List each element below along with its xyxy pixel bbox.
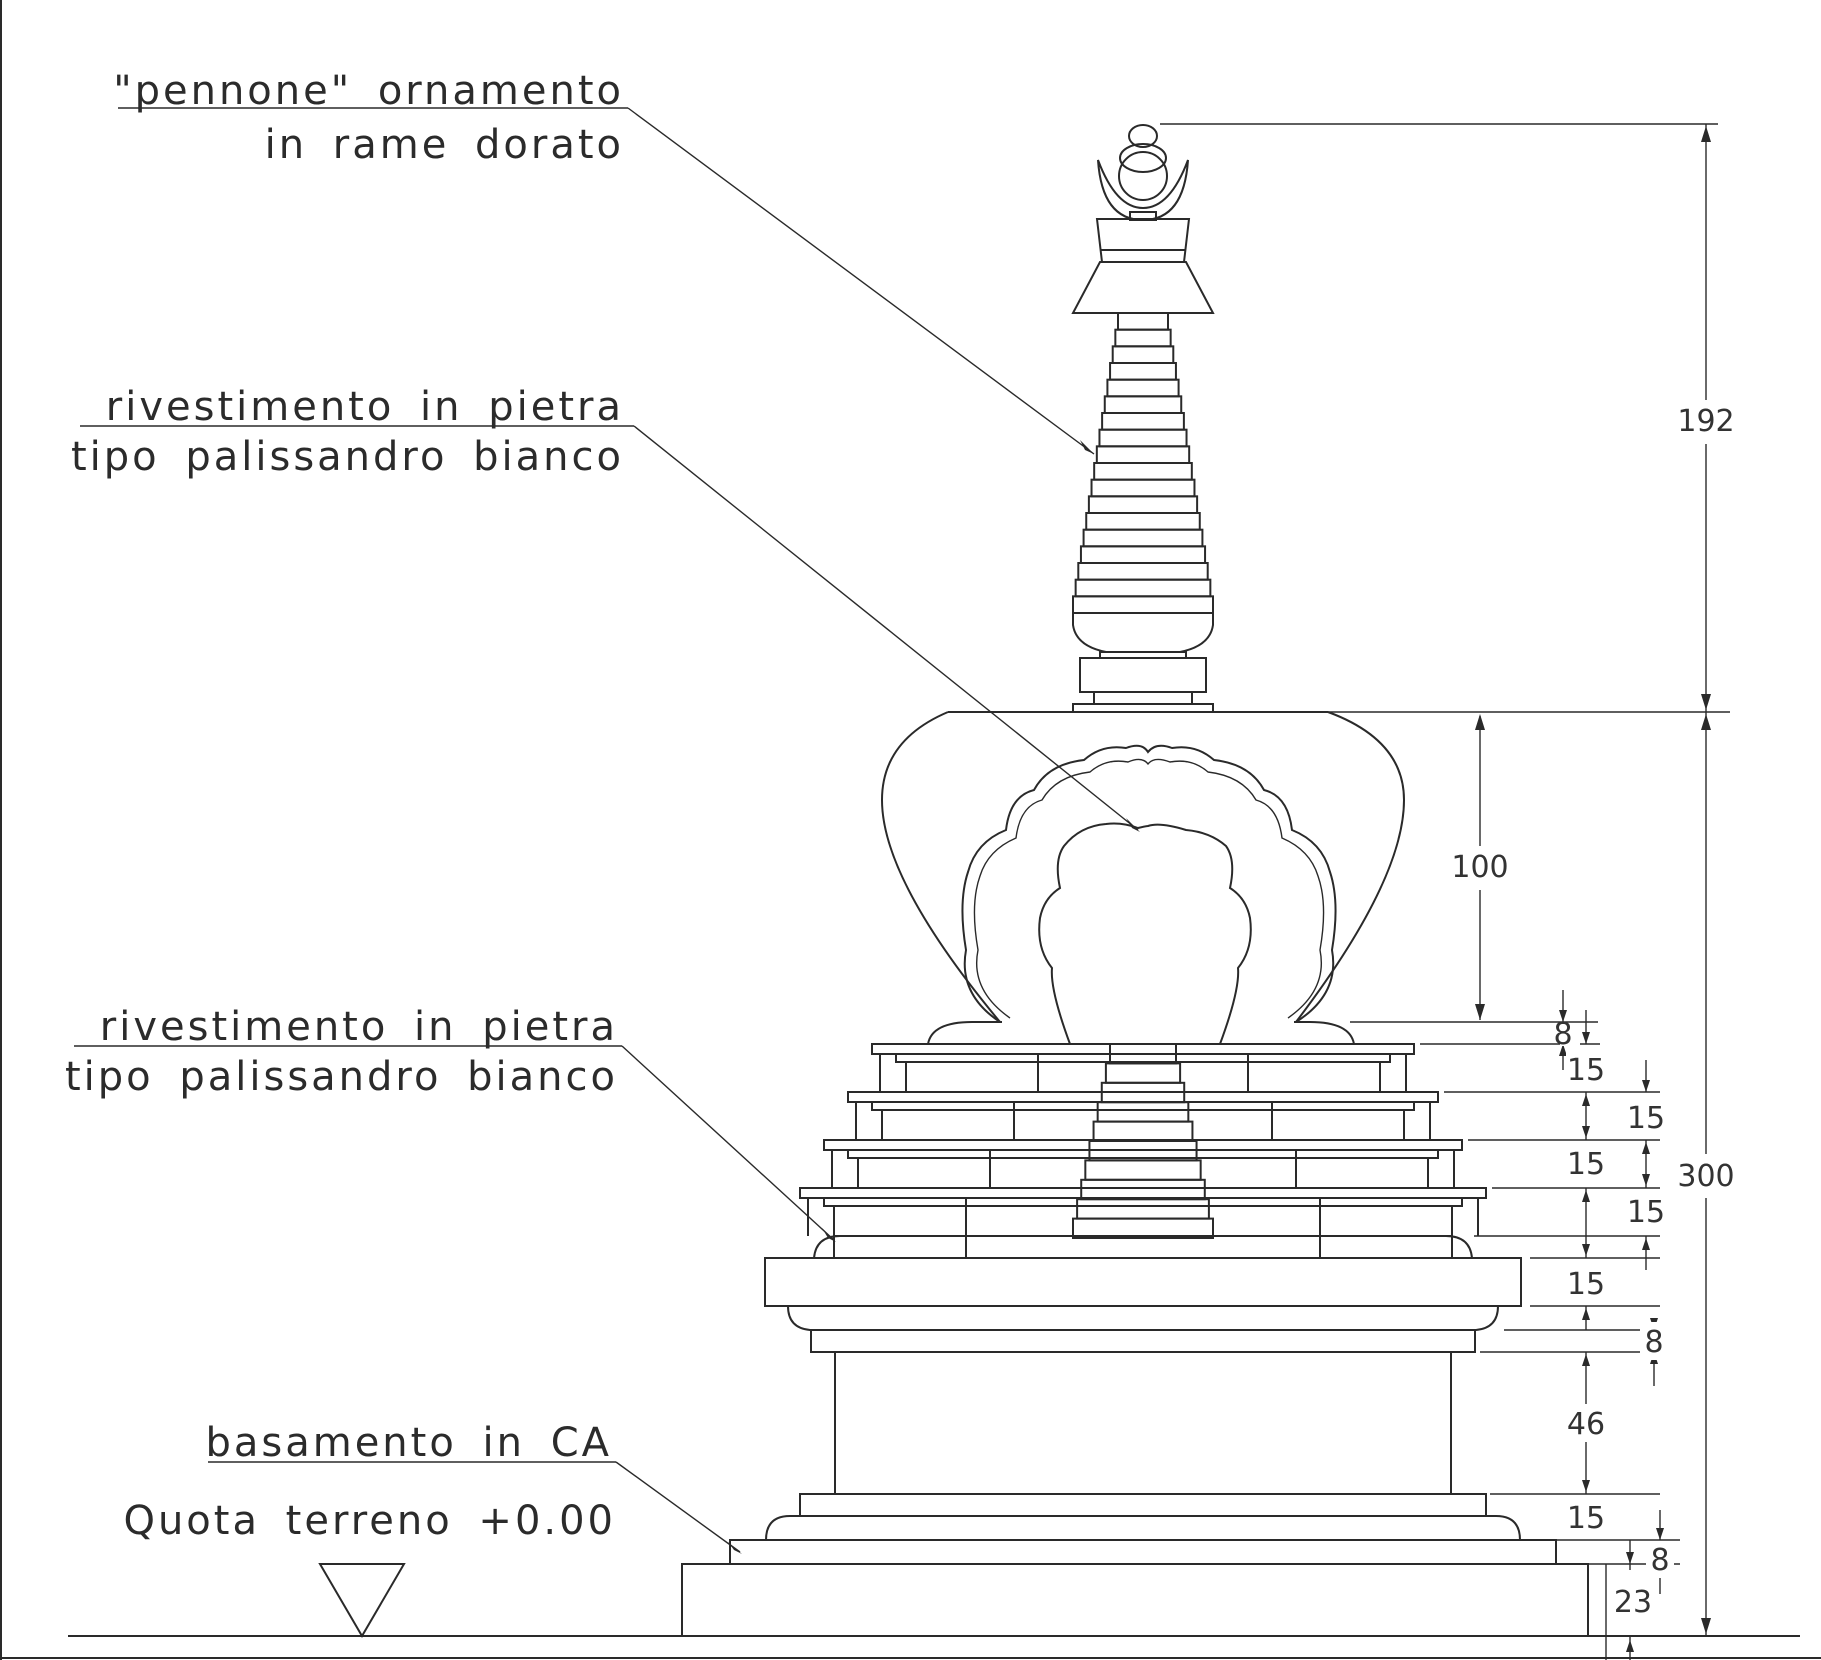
spire-ring [1087, 495, 1199, 515]
dim-8-mid-label: 8 [1644, 1325, 1663, 1360]
spire-rings [1072, 312, 1214, 614]
main-stage [681, 1257, 1589, 1637]
dim-300-label: 300 [1677, 1159, 1734, 1194]
dim-192-label: 192 [1677, 404, 1734, 439]
dome-lotus-outer [961, 744, 1337, 1023]
pennone-ornament [1071, 124, 1215, 314]
spire-ring [1109, 362, 1177, 381]
terrace-step [1080, 1178, 1206, 1201]
annotation-pennone-line1: "pennone" ornamento [113, 68, 624, 114]
annotation-rivestimento-2-line2: tipo palissandro bianco [65, 1054, 618, 1100]
terrace-step [1092, 1120, 1194, 1142]
dim-46-label: 46 [1567, 1407, 1605, 1442]
dim-100-label: 100 [1451, 850, 1508, 885]
dim-15-d-label: 15 [1627, 1195, 1665, 1230]
annotation-rivestimento-2-line1: rivestimento in pietra [100, 1004, 618, 1050]
dim-23-label: 23 [1614, 1585, 1652, 1620]
annotation-basamento: basamento in CA [205, 1420, 612, 1466]
spire-ring [1090, 478, 1196, 498]
upper-terraces [799, 1043, 1487, 1259]
leader-lines [74, 107, 1140, 1554]
spire-ring [1095, 445, 1191, 465]
terrace-step [1076, 1198, 1210, 1220]
terrace-step [1072, 1217, 1214, 1239]
spire-ring [1074, 578, 1212, 598]
dim-8-base-label: 8 [1650, 1543, 1669, 1578]
dome-niche-lotus [1038, 822, 1252, 1045]
spire-ring [1101, 412, 1185, 431]
spire-ring [1082, 528, 1204, 548]
spire-ring [1077, 562, 1209, 581]
spire-ring [1117, 312, 1169, 331]
terrace-step [1084, 1159, 1202, 1181]
dim-15-b-label: 15 [1627, 1101, 1665, 1136]
spire-ring [1111, 345, 1175, 365]
dim-15-e-label: 15 [1567, 1267, 1605, 1302]
spire-ring [1079, 545, 1207, 564]
spire-ring [1093, 462, 1193, 481]
spire-ring [1098, 428, 1188, 448]
terrace-step [1104, 1062, 1182, 1084]
dim-15-a-label: 15 [1567, 1053, 1605, 1088]
spire-ring [1103, 395, 1183, 415]
dim-15-c-label: 15 [1567, 1147, 1605, 1182]
annotation-rivestimento-1-line2: tipo palissandro bianco [71, 434, 624, 480]
spire-ring [1114, 328, 1172, 348]
ground-level-triangle-icon [318, 1563, 406, 1638]
terrace-step [1096, 1101, 1190, 1123]
terrace-steps-center [1072, 1043, 1214, 1239]
dome-dimension [1350, 714, 1598, 1023]
overall-dimensions [1160, 123, 1744, 1636]
dim-8-top-label: 8 [1553, 1017, 1572, 1052]
spire-ring [1072, 595, 1214, 614]
spire-ring [1106, 378, 1180, 398]
spire-base [1072, 612, 1214, 713]
spire-ring [1085, 512, 1201, 531]
annotation-quota-terreno: Quota terreno +0.00 [123, 1498, 616, 1544]
annotation-pennone-line2: in rame dorato [265, 122, 624, 168]
terrace-dimensions [1420, 990, 1680, 1660]
dim-15-base-label: 15 [1567, 1501, 1605, 1536]
annotation-rivestimento-1-line1: rivestimento in pietra [106, 384, 624, 430]
